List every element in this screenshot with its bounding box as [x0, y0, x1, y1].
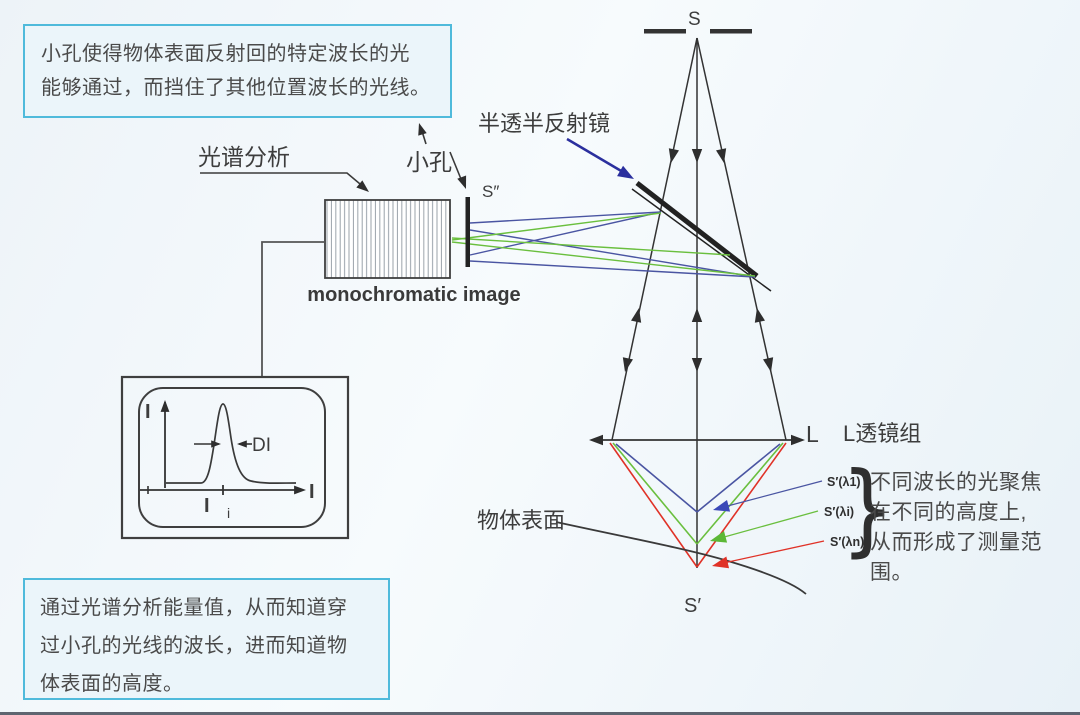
ray-left — [611, 37, 698, 441]
ray-right — [696, 37, 787, 441]
chromatic-rays — [609, 442, 787, 568]
green-reflected-rays — [451, 212, 756, 277]
spectrometer-box — [324, 199, 451, 279]
lens-right-arrow-icon — [791, 434, 805, 446]
lambdan-leader-line — [718, 540, 825, 565]
beam-splitter — [631, 181, 772, 292]
top-note-line: 能够通过，而挡住了其他位置波长的光线。 — [41, 77, 431, 99]
peak-width-label: DI — [252, 435, 271, 456]
lens-label: L — [806, 421, 819, 447]
pinhole-bar — [465, 197, 470, 267]
lambda1-arrow-icon — [711, 500, 731, 516]
image-point-label: S″ — [482, 182, 499, 201]
monochromatic-image-label: monochromatic image — [307, 284, 520, 306]
object-surface-label: 物体表面 — [477, 508, 565, 533]
peak-wavelength-label: I — [204, 495, 210, 517]
bottom-note-box: 通过光谱分析能量值，从而知道穿 过小孔的光线的波长，进而知道物 体表面的高度。 — [23, 578, 390, 700]
focus-lambdai-label: S′(λi) — [824, 505, 854, 519]
top-note-line: 小孔使得物体表面反射回的特定波长的光 — [41, 43, 410, 65]
beam-splitter-pointer-arrow-icon — [617, 165, 637, 185]
beam-splitter-pointer-line — [566, 137, 629, 177]
graph-peak-curve — [166, 403, 297, 485]
connector-line — [261, 241, 325, 377]
red-ray-right — [696, 442, 787, 568]
bottom-note-line: 体表面的高度。 — [40, 673, 184, 695]
green-ray-right — [696, 442, 784, 545]
source-slit: S — [644, 9, 752, 34]
lambda1-leader-line — [719, 480, 823, 509]
green-ray-left — [612, 442, 698, 545]
bottom-note-line: 通过光谱分析能量值，从而知道穿 — [40, 597, 348, 619]
right-note-text: 不同波长的光聚焦 在不同的高度上, 从而形成了测量范 围。 — [870, 468, 1055, 588]
blue-reflected-rays — [469, 211, 756, 278]
lambdai-arrow-icon — [708, 531, 728, 547]
peak-wavelength-subscript: i — [227, 505, 230, 521]
focus-lambdan-label: S′(λn) — [830, 535, 864, 549]
spectral-analysis-label: 光谱分析 — [198, 144, 290, 170]
bottom-note-line: 过小孔的光线的波长，进而知道物 — [40, 635, 348, 657]
wavelength-axis-label: I — [309, 481, 315, 503]
spectral-analysis-leader-line — [200, 172, 367, 190]
lens-left-arrow-icon — [589, 434, 603, 446]
top-note-box: 小孔使得物体表面反射回的特定波长的光 能够通过，而挡住了其他位置波长的光线。 — [23, 24, 452, 118]
main-rays — [611, 37, 787, 568]
focus-point-label: S′ — [684, 595, 701, 617]
blue-ray-left — [615, 443, 698, 513]
right-note-brace: } — [840, 450, 895, 567]
ray-arrowheads — [619, 148, 777, 374]
source-label: S — [688, 9, 701, 30]
intensity-axis-label: I — [145, 401, 151, 423]
pinhole-down-arrow-icon — [457, 175, 471, 191]
lens-group-label: L透镜组 — [843, 421, 921, 446]
right-note-line: 围。 — [870, 561, 913, 584]
lambdai-leader-line — [716, 510, 819, 540]
focus-lambda1-label: S′(λ1) — [827, 475, 861, 489]
right-note-line: 不同波长的光聚焦 — [870, 471, 1042, 494]
beam-splitter-label: 半透半反射镜 — [478, 111, 610, 136]
blue-ray-right — [696, 443, 781, 513]
bottom-edge-strip — [0, 712, 1080, 715]
object-surface-curve — [555, 521, 807, 595]
right-note-line: 在不同的高度上, — [870, 501, 1027, 524]
pinhole-up-arrow-icon — [414, 121, 427, 136]
red-ray-left — [609, 442, 698, 568]
right-note-line: 从而形成了测量范 — [870, 531, 1042, 554]
graph-box: I I DI I i — [120, 375, 350, 540]
pinhole-label: 小孔 — [406, 149, 452, 175]
